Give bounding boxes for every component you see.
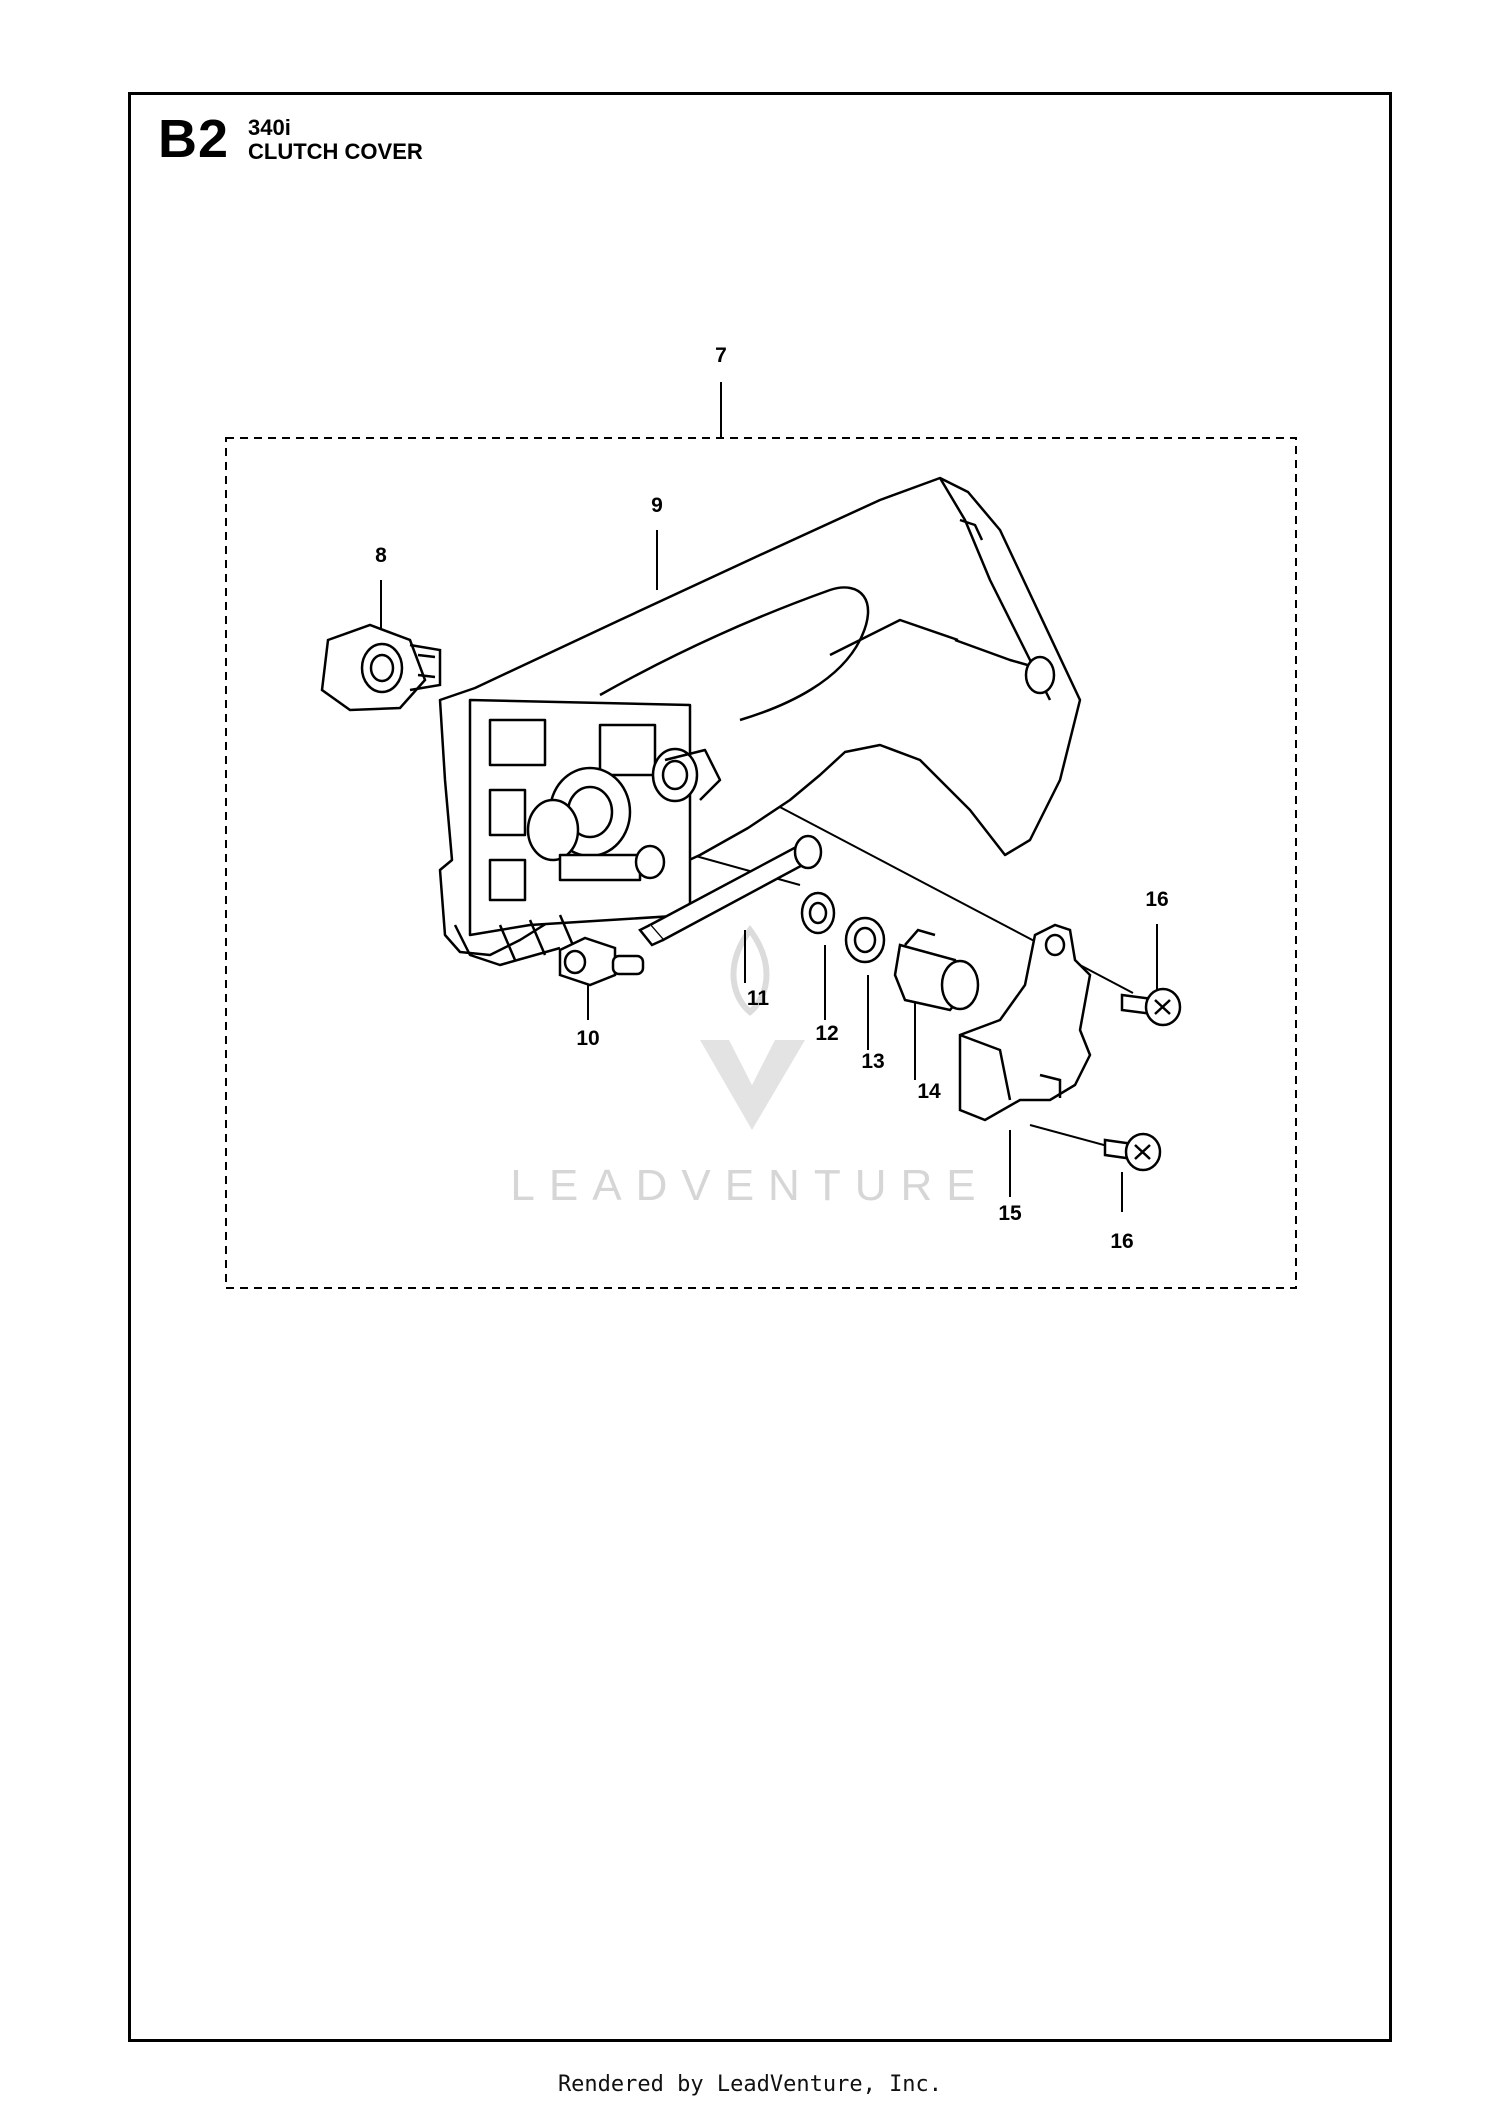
watermark-v-logo-icon [700, 1040, 805, 1130]
callout-14: 14 [917, 1080, 941, 1103]
callout-7: 7 [715, 344, 727, 367]
callout-15: 15 [998, 1202, 1022, 1225]
ring-part-8 [320, 623, 442, 712]
washer-part-13 [844, 916, 886, 964]
callout-10: 10 [576, 1027, 599, 1050]
callout-9: 9 [651, 494, 663, 517]
footer-credit: Rendered by LeadVenture, Inc. [557, 2072, 943, 2097]
washer-part-12 [800, 891, 836, 935]
callout-13: 13 [861, 1050, 884, 1073]
callout-12: 12 [815, 1022, 838, 1045]
watermark-flame-icon [730, 924, 770, 1016]
clutch-cover-part-9 [438, 476, 1082, 967]
watermark-text: LEADVENTURE [510, 1161, 989, 1210]
guard-part-15 [958, 923, 1092, 1122]
watermark: LEADVENTURE [510, 924, 989, 1210]
model-number: 340i [248, 115, 291, 140]
callout-16a: 16 [1145, 888, 1168, 911]
spacer-part-14 [893, 928, 980, 1012]
diagram-title: CLUTCH COVER [248, 139, 423, 164]
diagram-frame [128, 92, 1392, 2042]
callout-11: 11 [747, 987, 770, 1010]
bar-bolt-part-11 [638, 834, 823, 947]
section-code: B2 [158, 109, 230, 169]
nut-part-10 [558, 936, 645, 987]
callout-8: 8 [375, 544, 387, 567]
screw-part-16a [1120, 987, 1182, 1027]
screw-axis [1029, 1124, 1116, 1149]
screw-part-16b [1103, 1132, 1162, 1172]
callout-16b: 16 [1110, 1230, 1133, 1253]
assembly-boundary [225, 437, 1297, 1289]
